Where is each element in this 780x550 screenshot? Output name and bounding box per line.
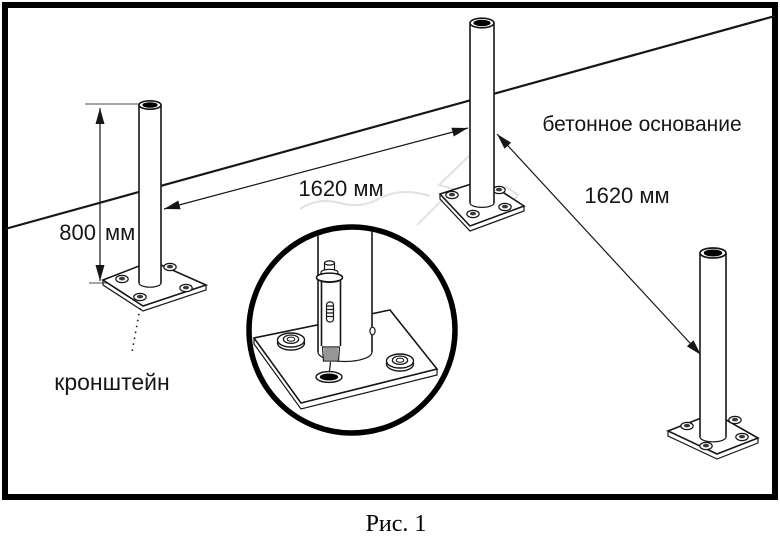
detail-view — [246, 224, 458, 436]
plate-bolt — [680, 421, 694, 431]
spacing-dimension-left: 1620 мм — [163, 127, 469, 210]
bracket-label: кронштейн — [54, 369, 169, 395]
plate-bolt — [466, 209, 480, 219]
bracket-leader-line — [131, 307, 141, 353]
anchor-pointer-line — [328, 361, 332, 372]
pole-middle — [438, 17, 526, 232]
spacing-right-dim-line — [496, 133, 702, 356]
plate-bolt — [115, 274, 129, 284]
pole-tube — [699, 247, 727, 443]
height-unit-label: мм — [105, 220, 135, 245]
pole-tube — [138, 100, 162, 288]
pole-right — [665, 247, 760, 460]
pole-cap-hole — [473, 19, 491, 27]
plate-bolt — [163, 262, 177, 272]
figure-caption: Рис. 1 — [366, 511, 427, 537]
pole-cap-hole — [703, 249, 723, 257]
detail-circle — [246, 224, 458, 436]
plate-bolt — [133, 292, 147, 302]
plate-bolt — [735, 432, 749, 442]
plate-bolt — [179, 283, 193, 293]
spacing-left-label: 1620 мм — [298, 176, 383, 201]
anchor-hole — [315, 370, 343, 384]
concrete-base-label: бетонное основание — [542, 113, 741, 136]
plate-bolt — [445, 190, 459, 200]
plate-bolt — [498, 202, 512, 212]
plate-bolt — [699, 441, 713, 451]
anchor-bolt — [315, 260, 344, 372]
concrete-edge-line — [4, 14, 776, 231]
spacing-right-label: 1620 мм — [584, 183, 669, 208]
plate-bolt — [728, 415, 742, 425]
pole-cap-hole — [142, 102, 158, 108]
spacing-left-dim-line — [163, 127, 469, 210]
detail-bolt-left — [276, 332, 306, 351]
base-plate — [101, 260, 209, 312]
height-dimension: 800 мм — [59, 103, 141, 284]
height-value-label: 800 — [59, 220, 96, 245]
detail-bolt-right — [385, 353, 415, 372]
spacing-dimension-right: 1620 мм — [496, 133, 702, 356]
pole-left — [101, 100, 209, 353]
pole-tube — [469, 17, 495, 208]
